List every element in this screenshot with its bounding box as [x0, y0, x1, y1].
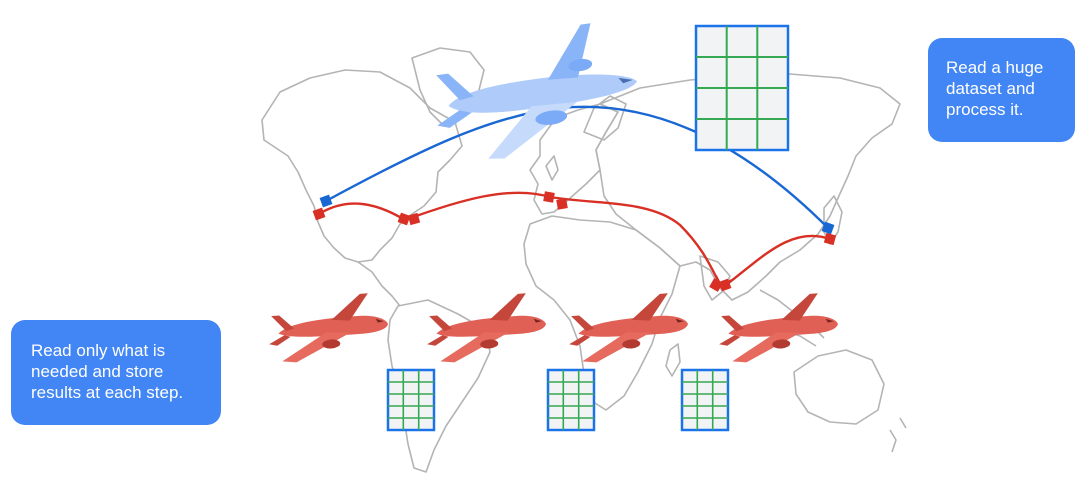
data-table-icon — [694, 24, 790, 152]
map-uk — [545, 155, 559, 181]
data-table-icon — [546, 368, 596, 432]
red-stop-marker — [718, 278, 732, 292]
map-australia — [793, 349, 885, 425]
map-north-america — [261, 69, 463, 263]
map-new-zealand — [889, 417, 907, 453]
airplane-icon — [566, 292, 691, 365]
callout-huge-dataset: Read a huge dataset and process it. — [928, 38, 1075, 142]
callout-line: Read only what is — [31, 341, 166, 360]
airplane-icon — [716, 292, 841, 365]
red-route-line — [318, 191, 831, 290]
callout-line: dataset and — [946, 79, 1035, 98]
airplane-icon — [266, 292, 391, 365]
data-table-icon — [386, 368, 436, 432]
red-stop-marker — [312, 207, 326, 221]
airplane-icon — [436, 23, 638, 159]
red-route — [312, 191, 837, 292]
red-stop-marker — [709, 278, 723, 292]
map-central-america — [357, 261, 401, 307]
red-stop-marker — [407, 212, 421, 226]
red-stop-marker — [823, 232, 837, 246]
callout-line: results at each step. — [31, 383, 184, 402]
red-stop-marker — [397, 212, 411, 226]
red-stop-marker — [543, 191, 555, 203]
blue-route-end-marker — [821, 221, 835, 235]
callout-line: Read a huge — [946, 58, 1044, 77]
map-india — [699, 255, 731, 301]
map-japan — [823, 195, 843, 245]
airplane-icon — [424, 292, 549, 365]
red-stop-marker — [556, 198, 568, 210]
callout-read-only-needed: Read only what is needed and store resul… — [11, 320, 221, 425]
callout-line: process it. — [946, 100, 1024, 119]
data-table-icon — [680, 368, 730, 432]
map-madagascar — [665, 343, 681, 377]
callout-line: needed and store — [31, 362, 164, 381]
blue-route-start-marker — [319, 194, 333, 208]
map-africa — [523, 215, 681, 411]
